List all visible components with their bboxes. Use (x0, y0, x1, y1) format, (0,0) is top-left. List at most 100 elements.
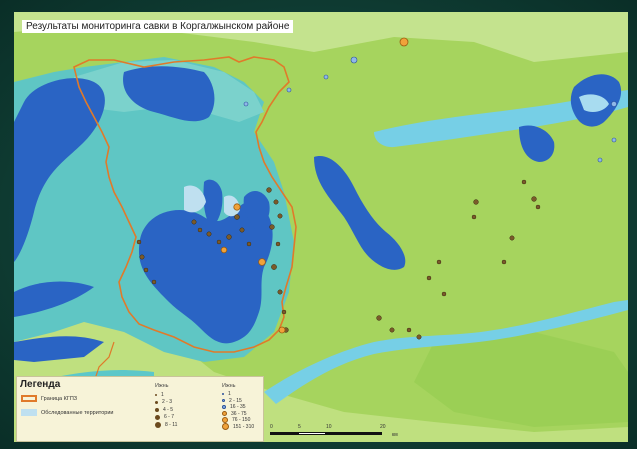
legend-item-label: 2 - 15 (229, 397, 242, 404)
legend-item-label: 76 - 150 (232, 417, 251, 424)
observation-point (531, 196, 537, 202)
legend-item-label: 36 - 75 (231, 410, 247, 417)
observation-point (436, 259, 442, 265)
observation-point (281, 309, 287, 315)
lake-northwest (14, 78, 105, 262)
observation-point-blue (611, 137, 617, 143)
observation-point-large (233, 203, 241, 211)
size-dot-icon (222, 411, 227, 417)
size-dot-icon (222, 399, 225, 403)
observation-point (143, 267, 149, 273)
observation-point (216, 239, 222, 245)
observation-points-large (220, 37, 409, 334)
observation-point (136, 239, 142, 245)
observation-point (226, 234, 232, 240)
observation-point (389, 327, 395, 333)
size-dot-icon (222, 417, 228, 424)
observation-point (509, 235, 515, 241)
legend-col-1-head: Ижнь (155, 383, 169, 389)
observation-point (246, 241, 252, 247)
legend-col-2-item: 151 - 310 (222, 423, 255, 431)
scale-label: 5 (298, 424, 301, 430)
legend-col-1-item: 6 - 7 (155, 414, 177, 422)
legend-col-2-item: 16 - 35 (222, 404, 254, 411)
observation-point (234, 214, 240, 220)
size-dot-icon (222, 423, 229, 431)
observation-point (501, 259, 507, 265)
legend-col-2: Ижнь 1 2 - 15 16 - 35 36 - 75 76 - 150 1… (222, 383, 255, 431)
legend-col-1-item: 4 - 5 (155, 406, 177, 414)
observation-point (376, 315, 382, 321)
legend-item-label: 2 - 3 (162, 399, 173, 406)
observation-point (266, 187, 272, 193)
size-dot-icon (155, 400, 158, 404)
observation-point (191, 219, 197, 225)
observation-point (416, 334, 422, 340)
observation-point (277, 289, 283, 295)
river-south (264, 300, 628, 404)
scale-segment (326, 432, 382, 435)
legend-item-label: 8 - 11 (165, 421, 178, 428)
legend-col-1-item: 1 (155, 391, 177, 399)
lake-central-finger (203, 179, 223, 227)
map-title: Результаты мониторинга савки в Коргалжын… (22, 20, 294, 33)
lake-northeast-shallow (579, 94, 609, 112)
observation-point (471, 214, 477, 220)
scale-segment (270, 432, 298, 435)
observation-point (426, 275, 432, 281)
observation-point (535, 204, 541, 210)
legend-col-2-item: 76 - 150 (222, 417, 254, 424)
legend-item-label: 4 - 5 (163, 406, 174, 413)
size-dot-icon (155, 393, 157, 396)
legend-col-2-item: 2 - 15 (222, 398, 254, 405)
observation-point (271, 264, 277, 270)
legend-col-1-item: 2 - 3 (155, 399, 177, 407)
lake-east (314, 156, 406, 270)
observation-point-blue (286, 87, 292, 93)
observation-point-blue (243, 101, 249, 107)
observation-point (275, 241, 281, 247)
legend-col-2-item: 36 - 75 (222, 411, 254, 418)
observation-point-blue (597, 157, 603, 163)
legend-border-label: Граница КГПЗ (41, 395, 78, 402)
reserve-border (73, 56, 297, 353)
river-southwest (34, 370, 154, 390)
observation-points (136, 179, 541, 340)
observation-point (269, 224, 275, 230)
observation-point-blue (350, 56, 358, 64)
land-light-patch (414, 332, 628, 427)
legend-col-1-item: 8 - 11 (155, 421, 177, 429)
size-dot-icon (155, 421, 161, 428)
legend-col-2-head: Ижнь (222, 383, 236, 389)
size-dot-icon (155, 407, 159, 412)
observation-point (441, 291, 447, 297)
river-northeast (374, 90, 628, 148)
legend-title: Легенда (20, 379, 61, 390)
survey-swatch-icon (21, 409, 37, 416)
lake-central-finger (243, 190, 270, 230)
observation-point (239, 227, 245, 233)
observation-point (406, 327, 412, 333)
observation-point-large (278, 326, 286, 334)
map-canvas[interactable]: Результаты мониторинга савки в Коргалжын… (14, 12, 628, 442)
observation-point (206, 231, 212, 237)
observation-point-large (399, 37, 409, 47)
legend-panel: Легенда Граница КГПЗ Обследованные терри… (16, 376, 264, 442)
scale-label: 20 (380, 424, 386, 430)
survey-area (184, 185, 206, 213)
legend-item-label: 1 (228, 391, 231, 398)
legend-item-label: 151 - 310 (233, 423, 255, 430)
legend-survey-label: Обследованные территории (41, 409, 114, 416)
lake-west-strip (14, 281, 94, 317)
observation-point-blue (323, 74, 329, 80)
map-svg (14, 12, 628, 442)
lake-central (139, 201, 273, 344)
lake-west-bottom (14, 336, 104, 362)
legend-item-label: 6 - 7 (164, 414, 175, 421)
legend-survey-row: Обследованные территории (21, 409, 114, 416)
scale-label: 10 (326, 424, 332, 430)
observation-point (473, 199, 479, 205)
size-dot-icon (155, 414, 160, 420)
observation-point (521, 179, 527, 185)
